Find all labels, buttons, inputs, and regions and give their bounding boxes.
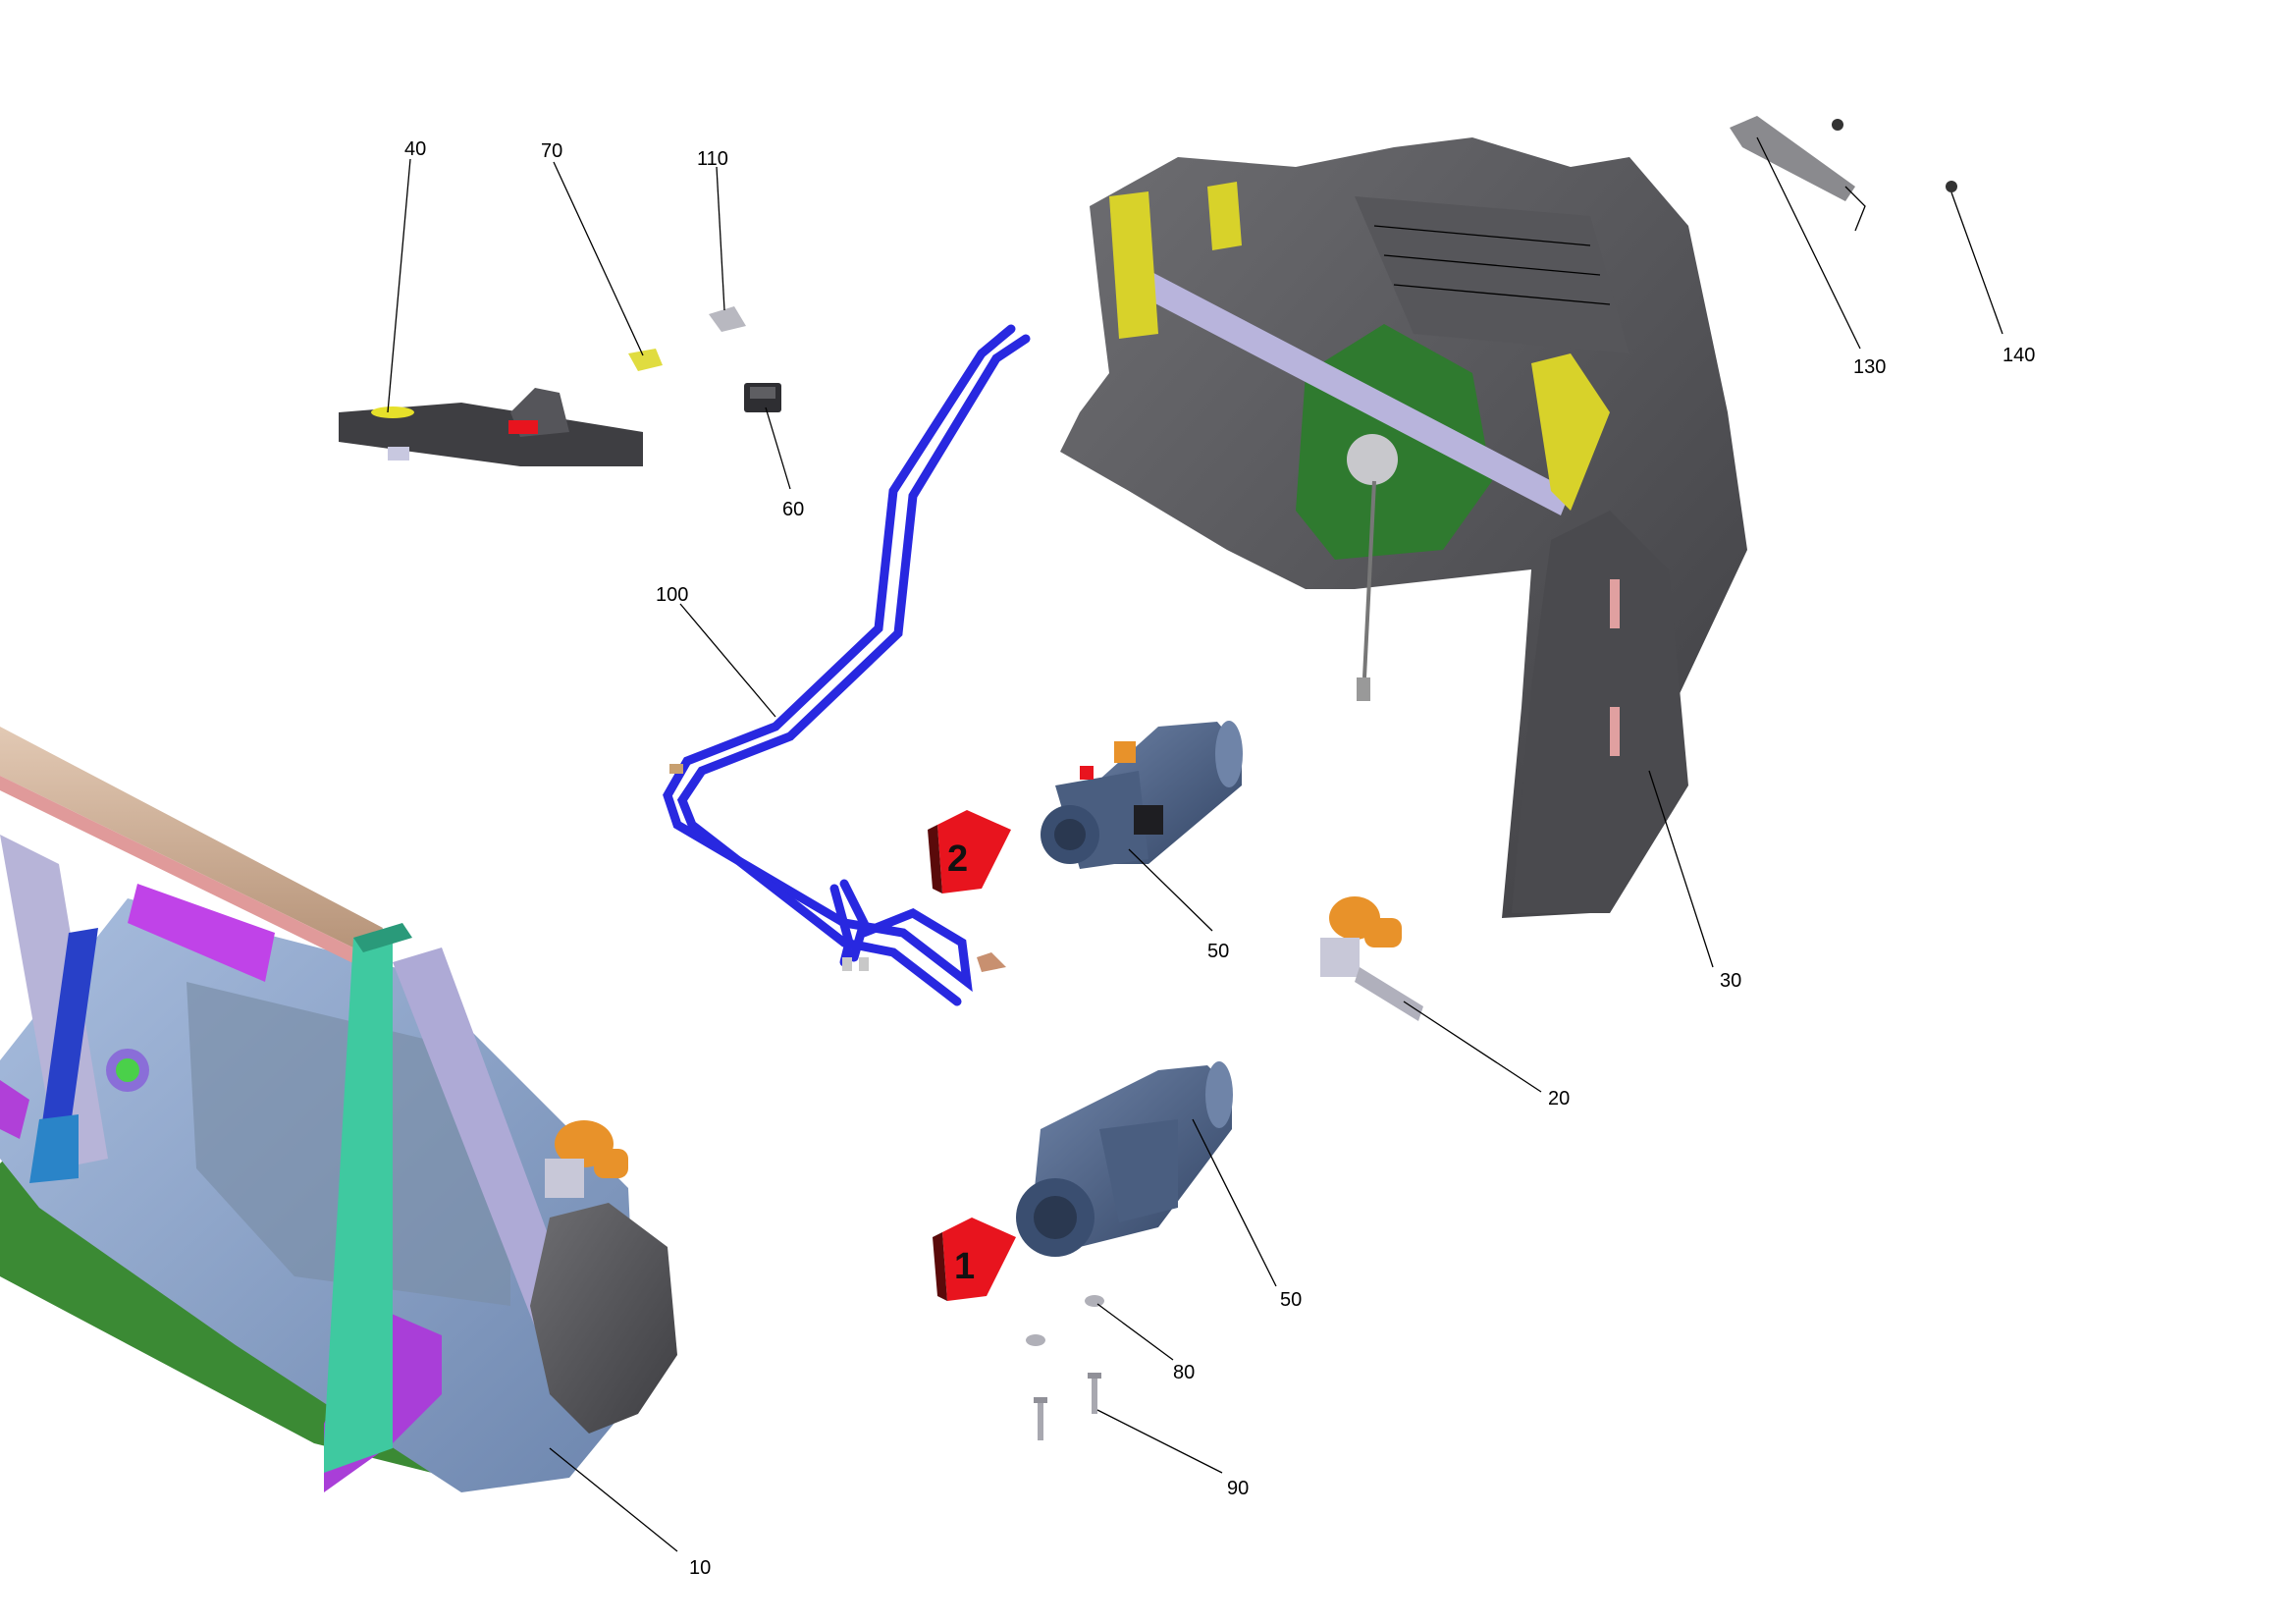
callout-30: 30 — [1720, 970, 1741, 992]
sequence-marker-2-label: 2 — [947, 839, 968, 880]
callout-80: 80 — [1173, 1362, 1195, 1383]
part-140-screw — [1946, 181, 1957, 192]
part-50-power-pack-upper — [1041, 721, 1243, 869]
part-130-bracket — [1730, 116, 1866, 232]
part-10-frame-assembly — [0, 727, 677, 1492]
sequence-marker-1: 1 — [933, 1218, 1016, 1301]
part-40-control-console — [339, 388, 643, 466]
callout-10: 10 — [689, 1557, 711, 1579]
sequence-marker-2: 2 — [928, 810, 1011, 893]
part-70-switch-cap — [628, 349, 663, 371]
part-50-power-pack-lower — [1016, 1061, 1233, 1257]
part-60-rocker-switch — [744, 383, 781, 412]
part-30-fender-tank — [1060, 137, 1747, 918]
callout-50-lower: 50 — [1280, 1289, 1302, 1311]
callout-20: 20 — [1548, 1088, 1570, 1110]
callout-40: 40 — [404, 138, 426, 160]
callout-labels: 40 70 110 60 100 50 50 20 30 80 90 10 13… — [404, 138, 2035, 1579]
callout-60: 60 — [782, 499, 804, 520]
part-100-hose-set — [663, 324, 1031, 1006]
leader-lines — [387, 136, 2003, 1552]
callout-70: 70 — [541, 140, 562, 162]
callout-100: 100 — [656, 584, 688, 606]
hose-fittings — [669, 764, 1006, 972]
callout-110: 110 — [697, 148, 728, 170]
callout-140: 140 — [2002, 345, 2035, 366]
callout-90: 90 — [1227, 1478, 1249, 1499]
callout-130: 130 — [1853, 356, 1886, 378]
sequence-marker-1-label: 1 — [954, 1246, 975, 1287]
part-90-bolts — [1034, 1373, 1101, 1440]
part-80-washers — [1026, 1295, 1104, 1346]
part-110-grey-cap — [709, 306, 746, 332]
callout-50-upper: 50 — [1207, 941, 1229, 962]
part-20-valve — [1320, 896, 1423, 1021]
